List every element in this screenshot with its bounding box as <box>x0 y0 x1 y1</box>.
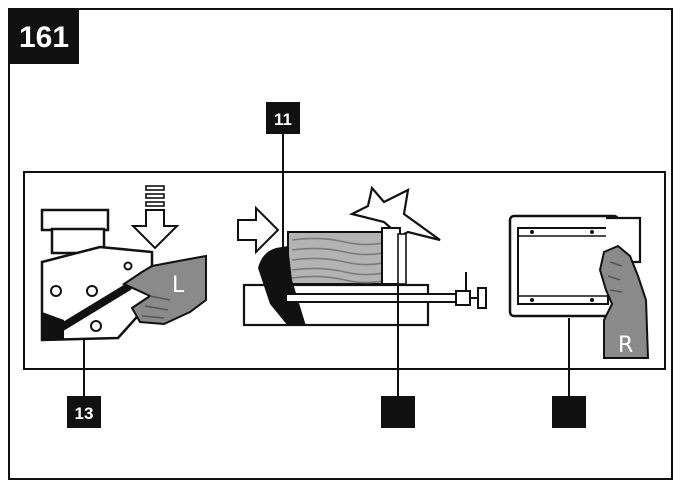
lever-assembly <box>40 208 154 342</box>
illustration-panel <box>23 171 666 370</box>
left-hand: L <box>121 254 207 326</box>
step-number: 161 <box>19 21 69 54</box>
step-badge: 161 <box>9 9 79 64</box>
callout-blank-b <box>552 396 586 428</box>
callout-blank-a <box>381 396 415 428</box>
callout-13: 13 <box>67 396 101 428</box>
callout-11: 11 <box>266 102 300 134</box>
right-hand: R <box>598 244 650 359</box>
dark-clamp <box>258 246 306 326</box>
left-hand-letter: L <box>172 273 185 298</box>
right-arrow-icon <box>237 205 280 255</box>
page-frame <box>8 8 673 480</box>
cartridge-holder <box>508 214 642 318</box>
callout-13-text: 13 <box>75 404 94 423</box>
cartridge-body <box>287 227 407 285</box>
push-rod <box>285 272 487 309</box>
right-hand-letter: R <box>618 333 633 358</box>
callout-11-text: 11 <box>274 110 292 129</box>
down-arrow-icon <box>130 185 180 250</box>
